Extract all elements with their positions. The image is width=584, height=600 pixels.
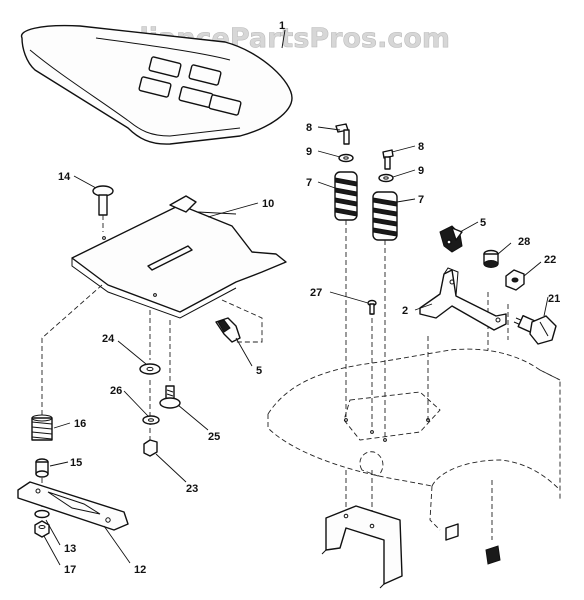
callout-12: 12 bbox=[134, 564, 146, 576]
callout-27: 27 bbox=[310, 287, 322, 299]
callout-labels: 1 14 10 24 5 26 25 16 15 23 13 12 17 8 9… bbox=[58, 20, 560, 576]
guide-line-left bbox=[41, 284, 103, 418]
bolt-part-25 bbox=[159, 385, 181, 409]
callout-13: 13 bbox=[64, 543, 76, 555]
frame-bracket-bottom bbox=[321, 505, 403, 589]
washer-part-26 bbox=[142, 415, 160, 425]
callout-10: 10 bbox=[262, 198, 274, 210]
washer-part-9-left bbox=[338, 153, 354, 163]
callout-16: 16 bbox=[74, 418, 86, 430]
spacer-part-15 bbox=[35, 458, 49, 478]
callout-9-right: 9 bbox=[418, 165, 424, 177]
callout-9-left: 9 bbox=[306, 146, 312, 158]
callout-25: 25 bbox=[208, 431, 220, 443]
callout-24: 24 bbox=[102, 333, 115, 345]
callout-22: 22 bbox=[544, 254, 556, 266]
slide-bracket-part-12 bbox=[17, 481, 129, 531]
callout-5-right: 5 bbox=[480, 217, 486, 229]
spring-part-16 bbox=[31, 414, 53, 441]
nut-part-17 bbox=[34, 520, 50, 538]
nut-part-22 bbox=[505, 269, 525, 291]
callout-5-left: 5 bbox=[256, 365, 262, 377]
callout-17: 17 bbox=[64, 564, 76, 576]
callout-23: 23 bbox=[186, 483, 198, 495]
seat-part-1 bbox=[20, 24, 293, 145]
tractor-body bbox=[267, 348, 561, 531]
seat-pan-part-10 bbox=[71, 195, 287, 319]
callout-8-right: 8 bbox=[418, 141, 424, 153]
screw-part-27 bbox=[367, 299, 377, 315]
callout-7-left: 7 bbox=[306, 177, 312, 189]
callout-21: 21 bbox=[548, 293, 560, 305]
bolt-part-8-left bbox=[335, 123, 350, 145]
seat-bracket-part-2 bbox=[419, 267, 507, 331]
washer-part-13 bbox=[34, 509, 50, 519]
callout-15: 15 bbox=[70, 457, 82, 469]
callout-1: 1 bbox=[279, 20, 285, 32]
washer-part-9-right bbox=[378, 173, 394, 183]
bolt-part-8-right bbox=[382, 149, 394, 170]
rear-fastener bbox=[445, 523, 501, 565]
bolt-part-21 bbox=[513, 314, 557, 345]
leader-lines bbox=[43, 126, 549, 566]
knob-part-5-right bbox=[439, 225, 463, 253]
bushing-part-28 bbox=[483, 249, 499, 268]
bolt-part-14 bbox=[92, 185, 114, 232]
washer-part-24 bbox=[139, 363, 161, 375]
nut-part-23 bbox=[143, 439, 158, 457]
callout-2: 2 bbox=[402, 305, 408, 317]
callout-7-right: 7 bbox=[418, 194, 424, 206]
knob-part-5-left bbox=[215, 317, 241, 343]
callout-28: 28 bbox=[518, 236, 530, 248]
spring-part-7-right bbox=[372, 191, 398, 241]
callout-26: 26 bbox=[110, 385, 122, 397]
callout-14: 14 bbox=[58, 171, 71, 183]
spring-part-7-left bbox=[334, 171, 358, 221]
callout-8-left: 8 bbox=[306, 122, 312, 134]
